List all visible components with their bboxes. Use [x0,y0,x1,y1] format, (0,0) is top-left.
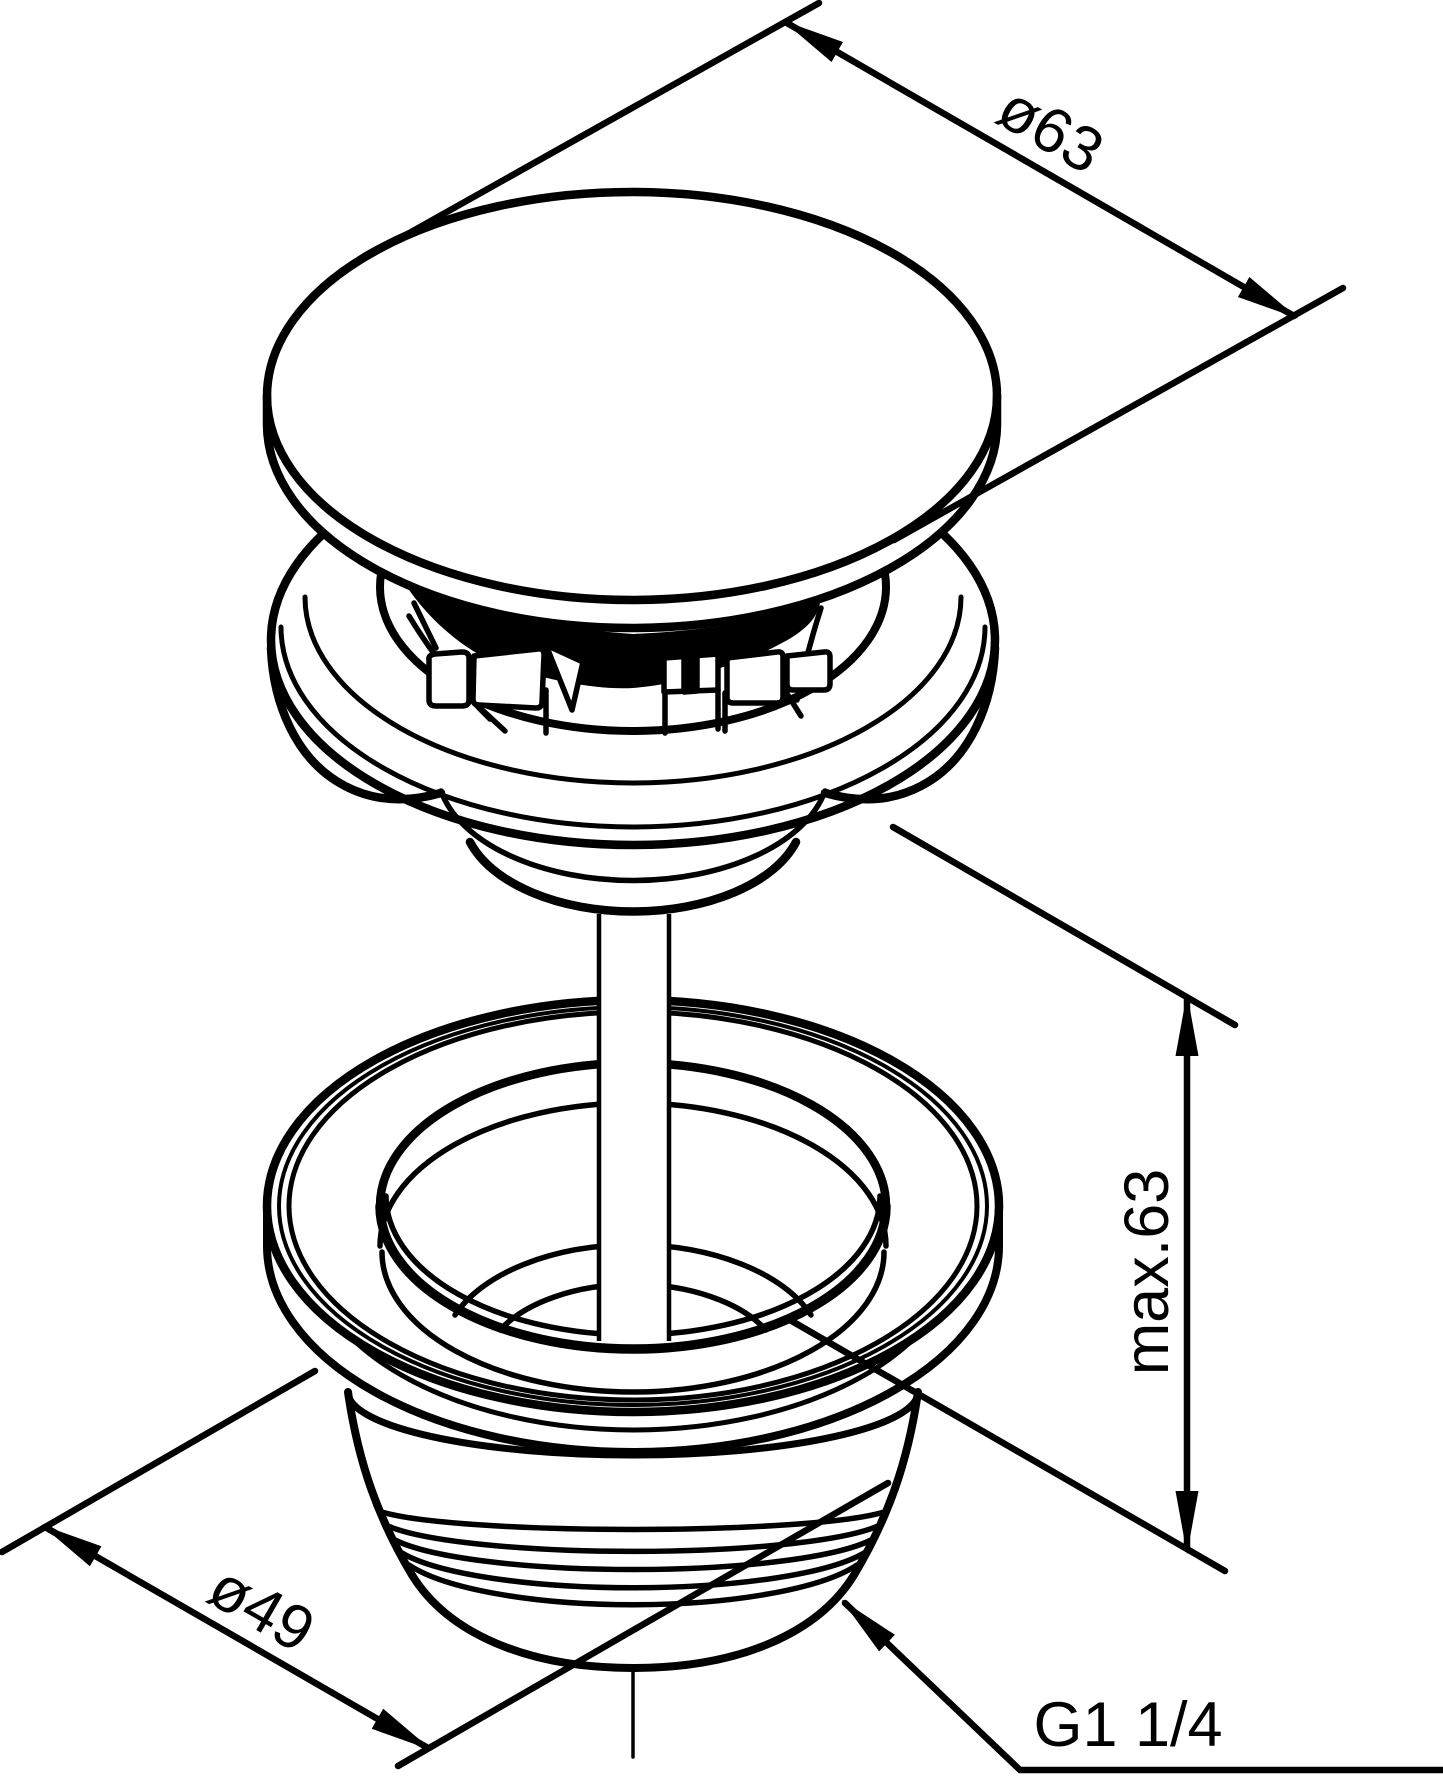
svg-text:max.63: max.63 [1112,1169,1182,1376]
svg-text:G1 1/4: G1 1/4 [1033,1690,1222,1760]
